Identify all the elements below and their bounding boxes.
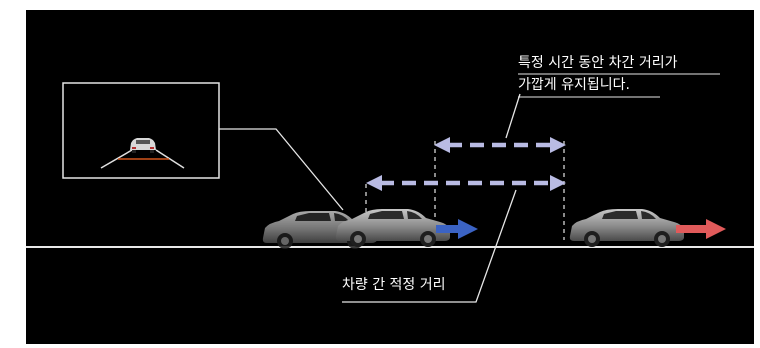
inset-connector-line <box>219 128 344 211</box>
diagram-canvas: 특정 시간 동안 차간 거리가 가깝게 유지됩니다. 차량 간 적정 거리 <box>26 10 754 344</box>
lead-direction-arrow <box>676 219 726 239</box>
time-gap-label-line2: 가깝게 유지됩니다. <box>518 77 630 93</box>
suv-car-icon <box>569 209 684 247</box>
rear-car-icon <box>130 138 156 153</box>
inset-lane-left <box>100 149 133 169</box>
safe-distance-arrow <box>366 175 566 191</box>
time-gap-arrow <box>434 137 566 153</box>
diagram-graphics <box>26 73 754 303</box>
leader-line-time-gap <box>505 93 521 139</box>
leader-line-safe-distance <box>342 189 517 303</box>
time-gap-label-line1: 특정 시간 동안 차간 거리가 <box>518 55 678 71</box>
safe-distance-label: 차량 간 적정 거리 <box>342 277 446 293</box>
time-gap-label: 특정 시간 동안 차간 거리가 가깝게 유지됩니다. <box>518 52 677 96</box>
ego-direction-arrow <box>436 219 478 239</box>
inset-lane-right <box>155 149 185 169</box>
inset-driver-view <box>62 82 220 179</box>
suv-car-icon <box>335 209 450 247</box>
